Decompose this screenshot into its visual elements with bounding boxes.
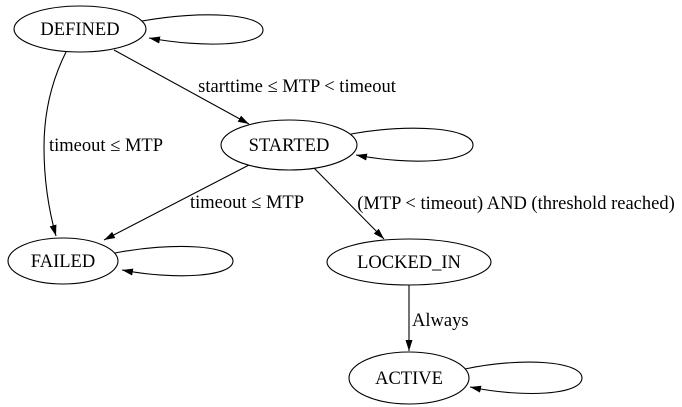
- state-ellipse-started: [220, 119, 358, 171]
- edge-label-defined-failed: timeout ≤ MTP: [49, 136, 163, 156]
- nodes: DEFINED STARTED FAILED LOCKED_IN ACTIVE: [7, 5, 492, 405]
- state-label-defined: DEFINED: [40, 20, 119, 40]
- edge-started-to-failed: [103, 164, 250, 241]
- state-ellipse-active: [348, 351, 470, 405]
- edge-defined-to-started: [113, 49, 250, 125]
- state-label-failed: FAILED: [31, 252, 95, 272]
- state-node-defined: DEFINED: [13, 5, 147, 53]
- state-node-started: STARTED: [220, 119, 358, 171]
- state-ellipse-locked-in: [326, 238, 492, 286]
- state-node-locked-in: LOCKED_IN: [326, 238, 492, 286]
- state-ellipse-failed: [7, 237, 119, 285]
- edge-label-started-locked-in: (MTP < timeout) AND (threshold reached): [357, 194, 675, 214]
- self-loop-active: [464, 361, 583, 395]
- edge-started-to-locked-in: [313, 167, 385, 240]
- edges: [43, 14, 583, 395]
- edge-label-defined-started: starttime ≤ MTP < timeout: [198, 77, 397, 97]
- self-loop-defined: [141, 14, 264, 45]
- edge-label-locked-in-active: Always: [412, 311, 469, 331]
- edge-labels: starttime ≤ MTP < timeout timeout ≤ MTP …: [49, 77, 675, 331]
- state-ellipse-defined: [13, 5, 147, 53]
- edge-defined-to-failed: [43, 51, 67, 237]
- self-loop-started: [350, 127, 474, 162]
- state-node-active: ACTIVE: [348, 351, 470, 405]
- self-loop-failed: [114, 245, 234, 277]
- state-label-locked-in: LOCKED_IN: [357, 253, 461, 273]
- state-label-active: ACTIVE: [375, 369, 443, 389]
- edge-label-started-failed: timeout ≤ MTP: [190, 193, 304, 213]
- state-node-failed: FAILED: [7, 237, 119, 285]
- state-label-started: STARTED: [249, 136, 330, 156]
